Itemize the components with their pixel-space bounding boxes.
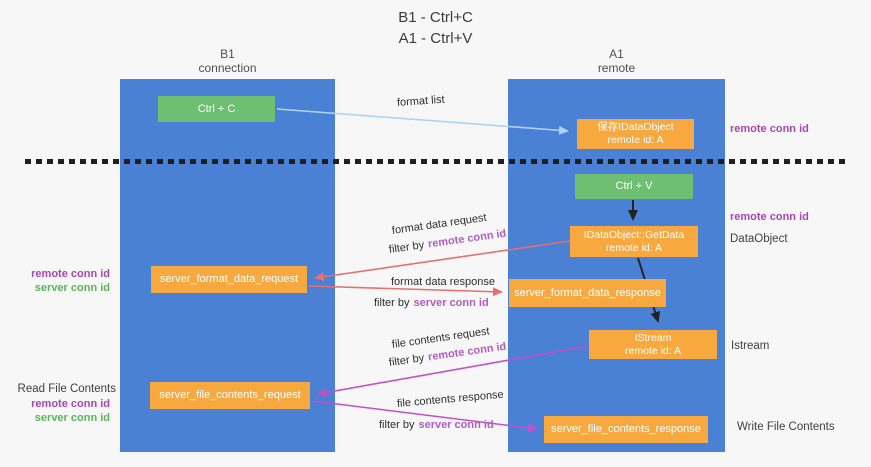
- read-file-contents-annotation: Read File Contents: [17, 383, 116, 395]
- filter-by-text: filter by: [374, 297, 410, 309]
- remote-conn-id-annotation-left-1: remote conn id: [31, 268, 110, 280]
- server-conn-id-text: server conn id: [413, 297, 489, 309]
- server-conn-id-annotation-left-2: server conn id: [34, 412, 110, 424]
- server-file-contents-response-node: server_file_contents_response: [544, 416, 708, 443]
- lifeline-header-b1: B1 connection: [120, 47, 335, 75]
- title-line-1: B1 - Ctrl+C: [398, 9, 473, 26]
- lifeline-b1-role: connection: [198, 61, 257, 75]
- ctrl-c-node: Ctrl + C: [158, 96, 275, 122]
- server-format-data-response-label: server_format_data_response: [514, 286, 661, 299]
- format-data-response-label: format data response: [391, 276, 495, 288]
- server-conn-id-annotation-left-1: server conn id: [34, 282, 110, 294]
- format-list-arrow: [276, 108, 569, 135]
- server-file-contents-response-label: server_file_contents_response: [551, 423, 701, 435]
- server-file-contents-request-node: server_file_contents_request: [150, 382, 310, 409]
- title-line-2: A1 - Ctrl+V: [398, 30, 473, 47]
- server-conn-id-text: server conn id: [418, 419, 494, 431]
- remote-conn-id-annotation-mid: remote conn id: [730, 211, 809, 223]
- file-contents-request-arrow: [317, 345, 589, 397]
- istream-line2: remote id: A: [624, 344, 682, 357]
- format-data-response-arrow: [308, 285, 503, 297]
- getdata-line2: remote id: A: [605, 241, 663, 254]
- remote-conn-id-annotation-left-2: remote conn id: [31, 398, 110, 410]
- dataobject-annotation: DataObject: [730, 233, 788, 245]
- phase-separator-dashed-line: [25, 159, 846, 164]
- lifeline-header-a1: A1 remote: [508, 47, 725, 75]
- getdata-line1: IDataObject::GetData: [583, 228, 685, 241]
- write-file-contents-annotation: Write File Contents: [737, 421, 835, 433]
- lifeline-b1-name: B1: [220, 47, 235, 61]
- file-contents-response-arrow: [312, 400, 538, 433]
- ctrl-v-node: Ctrl + V: [575, 174, 693, 199]
- filter-by-text: filter by: [379, 419, 415, 431]
- diagram-title: B1 - Ctrl+C A1 - Ctrl+V: [0, 7, 871, 49]
- server-file-contents-request-label: server_file_contents_request: [159, 389, 301, 401]
- istream-line1: IStream: [634, 331, 672, 344]
- server-format-data-request-node: server_format_data_request: [151, 266, 307, 293]
- format-data-request-arrow: [314, 240, 571, 282]
- server-format-data-response-node: server_format_data_response: [509, 279, 666, 307]
- server-format-data-request-label: server_format_data_request: [159, 273, 299, 285]
- save-idataobject-line1: 保存IDataObject: [597, 121, 674, 133]
- remote-conn-id-annotation-top: remote conn id: [730, 123, 809, 135]
- save-idataobject-line2: remote id: A: [607, 134, 664, 146]
- istream-annotation: Istream: [731, 340, 770, 352]
- lifeline-a1-name: A1: [609, 47, 624, 61]
- ctrl-v-label: Ctrl + V: [615, 180, 653, 192]
- idataobject-getdata-node: IDataObject::GetData remote id: A: [570, 226, 698, 257]
- save-idataobject-node: 保存IDataObject remote id: A: [577, 119, 694, 149]
- ctrl-c-label: Ctrl + C: [197, 102, 236, 115]
- istream-node: IStream remote id: A: [589, 330, 717, 359]
- lifeline-a1-role: remote: [597, 61, 636, 75]
